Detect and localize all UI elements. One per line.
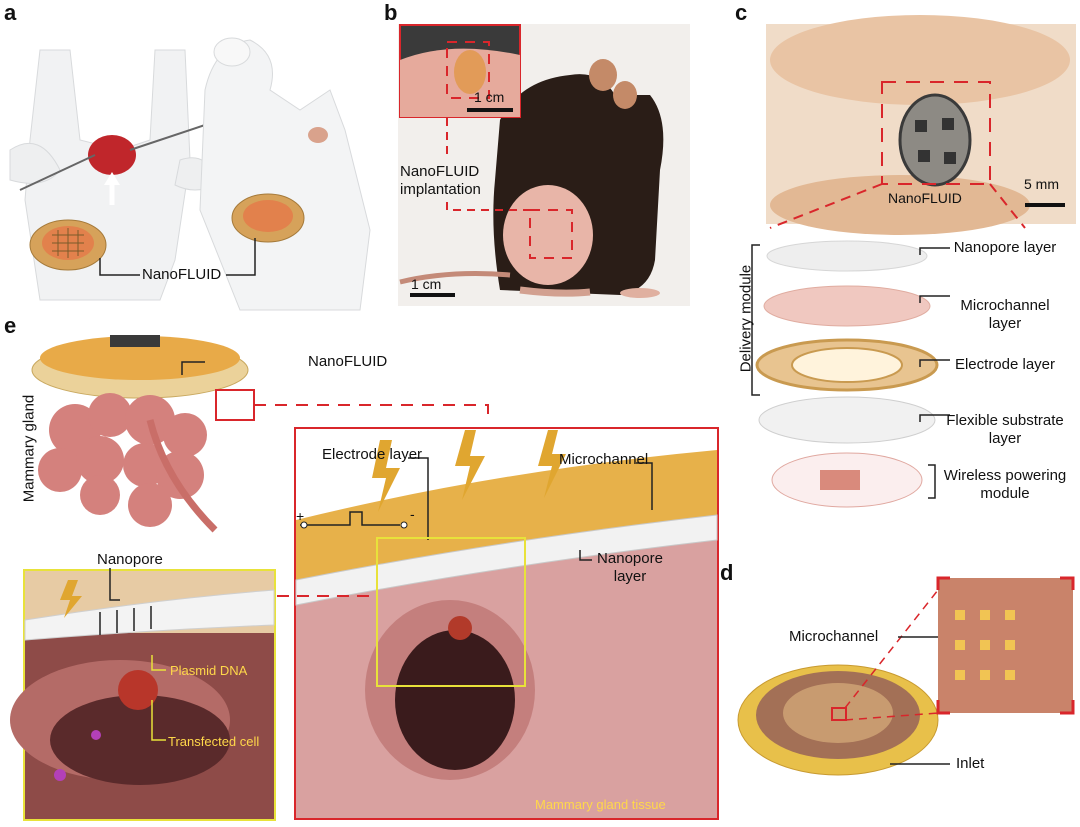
panel-e-tissue-label: Mammary gland tissue <box>535 797 666 812</box>
panel-d-inlet-label: Inlet <box>956 755 985 772</box>
panel-c-layer-substrate: Flexible substrate layer <box>946 412 1064 447</box>
panel-c-scale: 5 mm <box>1024 176 1059 192</box>
panel-letter-e: e <box>4 313 17 338</box>
panel-letter-c: c <box>735 0 748 25</box>
panel-b-inset-scale: 1 cm <box>474 89 505 105</box>
panel-letter-b: b <box>384 0 398 25</box>
panel-b-scale: 1 cm <box>411 276 442 292</box>
panel-e-mammary-gland-label: Mammary gland <box>20 394 38 503</box>
panel-e-plasmid-label: Plasmid DNA <box>170 663 248 678</box>
panel-letter-d: d <box>720 560 734 585</box>
panel-e-minus-label: - <box>410 506 415 522</box>
panel-e-plus-label: + <box>296 508 305 524</box>
panel-c-layer-wireless: Wireless powering module <box>943 467 1067 502</box>
panel-d-microchannel-label: Microchannel <box>789 628 879 645</box>
panel-e-electrode-label: Electrode layer <box>322 446 423 463</box>
panel-c-layer-microchannel: Microchannel layer <box>960 297 1050 332</box>
panel-e-nanopore-layer-label: Nanopore layer <box>597 550 663 585</box>
panel-c-layer-electrode: Electrode layer <box>954 356 1056 373</box>
panel-e-nanopore-label: Nanopore <box>97 551 163 568</box>
panel-letter-a: a <box>4 0 17 25</box>
panel-e-transfected-label: Transfected cell <box>168 734 260 749</box>
panel-a-nanofluid-label: NanoFLUID <box>142 266 222 283</box>
panel-b-callout: NanoFLUID implantation <box>400 163 481 198</box>
panel-e-microchannel-label: Microchannel <box>559 451 649 468</box>
panel-c-nanofluid-label: NanoFLUID <box>888 190 962 206</box>
panel-c-layer-nanopore: Nanopore layer <box>953 239 1057 256</box>
panel-e-nanofluid-label: NanoFLUID <box>308 353 388 370</box>
